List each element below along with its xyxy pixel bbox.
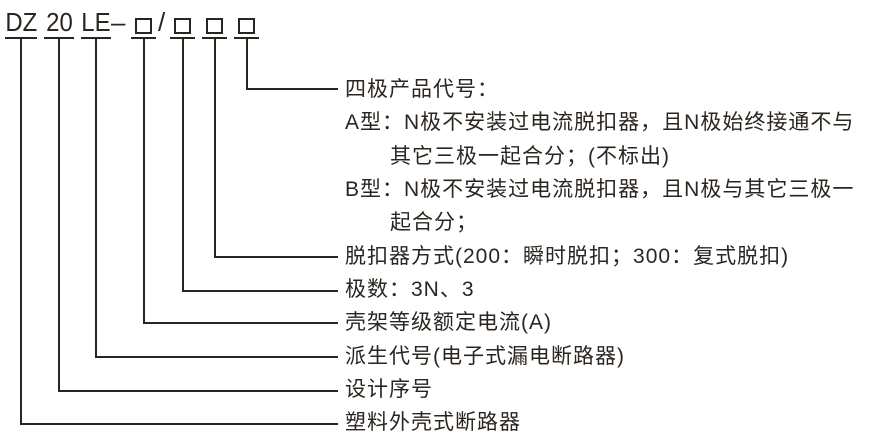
connector-derived-code	[95, 38, 338, 358]
code-segment-dz: DZ	[5, 6, 37, 39]
connector-pole-count	[182, 38, 338, 292]
model-code-row: DZ 20 LE – /	[0, 0, 873, 44]
code-segment-pole-count	[170, 6, 195, 39]
label-frame-current: 壳架等级额定电流(A)	[345, 311, 552, 334]
slash-separator: /	[158, 7, 166, 37]
connector-design-number	[58, 38, 338, 392]
blank-box-frame-current	[135, 18, 152, 34]
connector-four-pole-code	[246, 38, 338, 90]
code-segment-frame-current	[131, 6, 156, 39]
label-derived-code: 派生代号(电子式漏电断路器)	[345, 345, 625, 368]
code-segment-20-label: 20	[45, 7, 73, 37]
code-segment-20: 20	[44, 6, 74, 39]
label-mccb: 塑料外壳式断路器	[345, 411, 521, 434]
label-pole-count: 极数：3N、3	[345, 278, 475, 301]
label-trip-mode: 脱扣器方式(200：瞬时脱扣；300：复式脱扣)	[345, 245, 790, 268]
blank-box-trip-mode	[206, 18, 223, 34]
connector-mccb	[20, 38, 338, 425]
label-type-b: B型：N极不安装过电流脱扣器，且N极与其它三极一	[345, 178, 855, 201]
code-segment-dz-label: DZ	[5, 7, 37, 37]
label-type-a: A型：N极不安装过电流脱扣器，且N极始终接通不与	[345, 111, 855, 134]
label-type-a-continued: 其它三极一起合分；(不标出)	[390, 145, 670, 168]
code-segment-trip-mode	[202, 6, 227, 39]
blank-box-four-pole	[238, 18, 255, 34]
dash-separator: –	[111, 7, 126, 37]
code-segment-le-label: LE	[81, 7, 111, 37]
label-type-b-continued: 起合分；	[390, 211, 478, 234]
label-design-number: 设计序号	[345, 378, 433, 401]
blank-box-pole-count	[174, 18, 191, 34]
code-segment-le: LE	[81, 6, 111, 39]
connector-trip-mode	[214, 38, 338, 258]
label-four-pole-code: 四极产品代号：	[345, 78, 499, 101]
connector-frame-current	[143, 38, 338, 324]
code-segment-four-pole	[234, 6, 259, 39]
